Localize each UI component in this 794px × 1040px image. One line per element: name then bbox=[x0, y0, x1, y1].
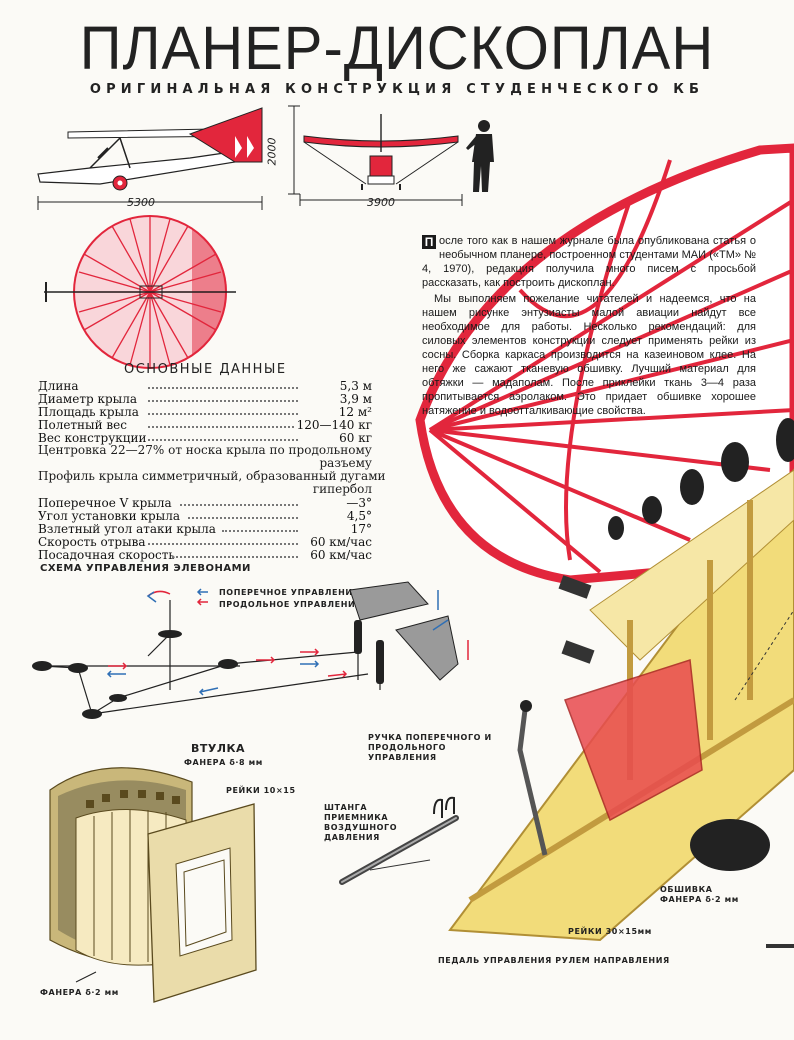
bushing-title: ВТУЛКА bbox=[191, 742, 246, 755]
control-scheme-diagram bbox=[32, 581, 469, 719]
dropcap: П bbox=[422, 235, 436, 249]
length-dimension: 5300 bbox=[127, 196, 155, 209]
top-view-wing-drawing bbox=[44, 215, 236, 369]
article-paragraph-2: Мы выполняем пожелание читателей и надее… bbox=[422, 293, 756, 417]
callout-rails: РЕЙКИ 30×15мм bbox=[568, 927, 652, 936]
spec-centering-cont: разъему bbox=[319, 456, 372, 470]
page-subtitle: ОРИГИНАЛЬНАЯ КОНСТРУКЦИЯ СТУДЕНЧЕСКОГО К… bbox=[89, 82, 705, 97]
bushing-drawing bbox=[49, 767, 257, 1003]
spec-profile: Профиль крыла симметричный, образованный… bbox=[38, 469, 386, 483]
bushing-plywood-top: ФАНЕРА δ·8 мм bbox=[184, 758, 263, 767]
spec-row: Поперечное V крыла—3° bbox=[38, 496, 372, 510]
bushing-rails: РЕЙКИ 10×15 bbox=[226, 786, 296, 795]
callout-pedal: ПЕДАЛЬ УПРАВЛЕНИЯ РУЛЕМ НАПРАВЛЕНИЯ bbox=[438, 956, 670, 965]
main-cutaway-illustration bbox=[370, 143, 794, 948]
legend-arrows bbox=[196, 588, 208, 606]
specs-title: ОСНОВНЫЕ ДАННЫЕ bbox=[124, 362, 287, 377]
human-scale-figure bbox=[466, 120, 494, 192]
side-view-drawing bbox=[37, 107, 263, 210]
legend-longitudinal: ПРОДОЛЬНОЕ УПРАВЛЕНИЕ bbox=[219, 600, 362, 609]
height-dimension: 2000 bbox=[265, 137, 279, 166]
article-paragraph-1: осле того как в нашем журнале была опубл… bbox=[422, 235, 756, 289]
control-scheme-title: СХЕМА УПРАВЛЕНИЯ ЭЛЕВОНАМИ bbox=[40, 563, 251, 574]
callout-skin: ОБШИВКА ФАНЕРА δ·2 мм bbox=[660, 885, 739, 904]
front-view-drawing bbox=[299, 114, 463, 206]
callout-stick: РУЧКА ПОПЕРЕЧНОГО И ПРОДОЛЬНОГО УПРАВЛЕН… bbox=[368, 733, 492, 762]
span-dimension: 3900 bbox=[367, 196, 395, 209]
spec-profile-cont: гипербол bbox=[312, 482, 372, 496]
legend-lateral: ПОПЕРЕЧНОЕ УПРАВЛЕНИЕ bbox=[219, 588, 359, 597]
height-dimension-line bbox=[288, 105, 300, 195]
bushing-plywood-bottom: ФАНЕРА δ·2 мм bbox=[40, 988, 119, 997]
page-title: ПЛАНЕР-ДИСКОПЛАН bbox=[79, 14, 715, 83]
spec-centering: Центровка 22—27% от носка крыла по продо… bbox=[38, 443, 372, 457]
pitot-tube-drawing bbox=[339, 796, 459, 885]
callout-pitot: ШТАНГА ПРИЕМНИКА ВОЗДУШНОГО ДАВЛЕНИЯ bbox=[324, 803, 398, 842]
